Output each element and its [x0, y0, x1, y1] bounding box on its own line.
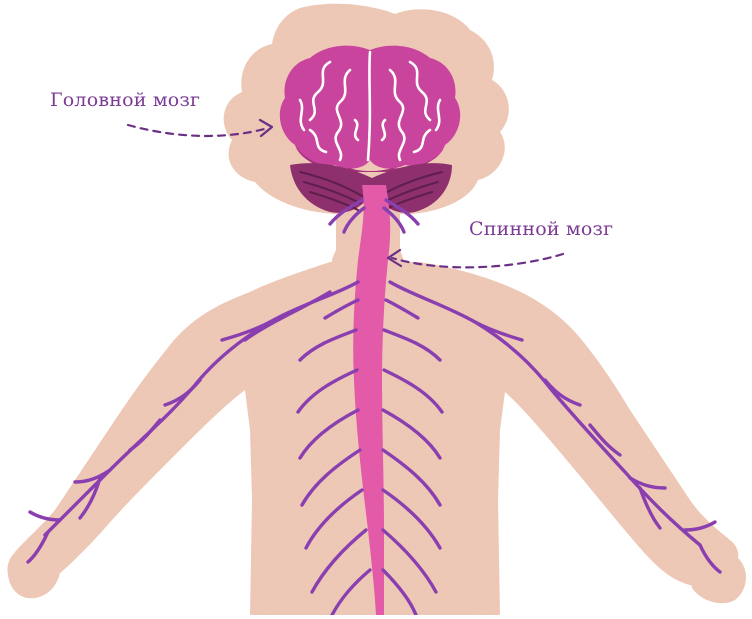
spinal-cord-label: Спинной мозг: [469, 218, 613, 240]
right-hand-shape: [690, 551, 746, 603]
brain-label: Головной мозг: [50, 89, 200, 111]
